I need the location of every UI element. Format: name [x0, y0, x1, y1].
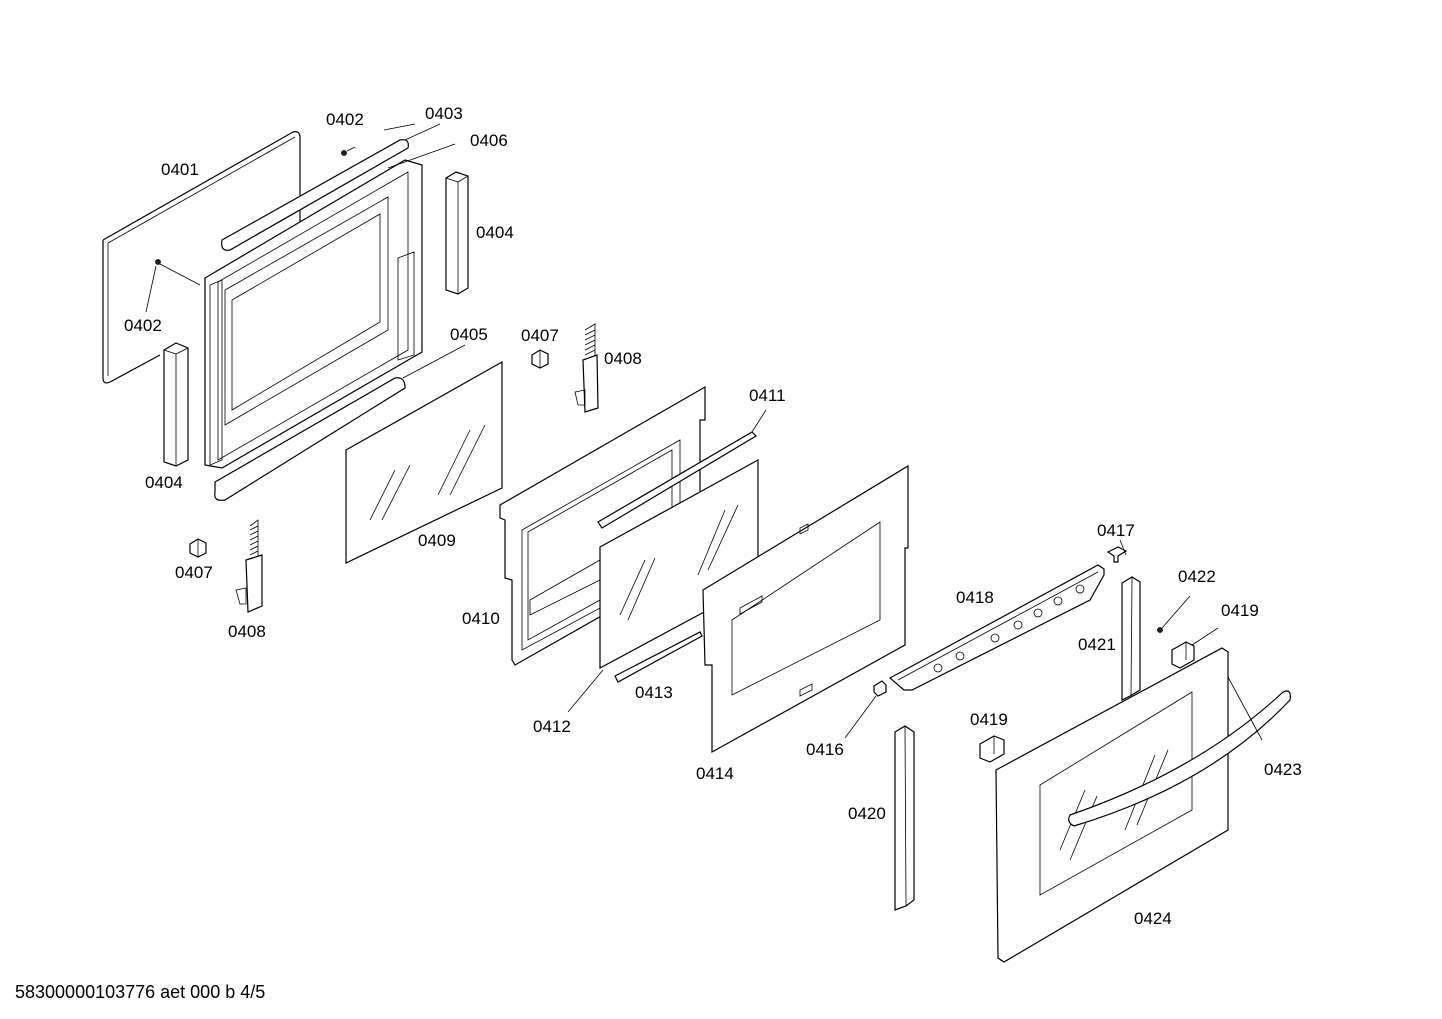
label-0408-upper: 0408 [604, 349, 642, 368]
label-0408-lower: 0408 [228, 622, 266, 641]
part-0411-rail [597, 409, 767, 529]
label-0407-lower: 0407 [175, 563, 213, 582]
part-0420-side-strip [894, 725, 915, 911]
part-0423-handle [1068, 676, 1291, 827]
label-0419-upper: 0419 [1221, 601, 1259, 620]
label-0405: 0405 [450, 325, 488, 344]
part-0419-bracket-lower [979, 735, 1005, 763]
label-0404-left: 0404 [145, 473, 183, 492]
label-0419-lower: 0419 [970, 710, 1008, 729]
part-0417-clip [1106, 546, 1128, 563]
part-0403-top-strip [221, 123, 416, 251]
part-0416-bracket [844, 680, 887, 739]
label-0422: 0422 [1178, 567, 1216, 586]
part-0401-gasket [102, 131, 301, 384]
document-footer: 58300000103776 aet 000 b 4/5 [15, 982, 265, 1002]
part-0422-screw [1157, 595, 1191, 633]
label-0423: 0423 [1264, 760, 1302, 779]
part-0406-inner-frame [204, 143, 456, 469]
leader-lines [404, 123, 1127, 556]
label-0411: 0411 [749, 386, 786, 405]
part-0413-bottom-rail [614, 631, 703, 683]
label-0410: 0410 [462, 609, 500, 628]
part-0408-hinge-lower [235, 519, 263, 613]
label-0403: 0403 [425, 104, 463, 123]
label-0417: 0417 [1097, 521, 1135, 540]
label-0421: 0421 [1078, 635, 1116, 654]
part-0402-screw-left [145, 259, 201, 313]
label-0414: 0414 [696, 764, 734, 783]
part-0418-bar [888, 564, 1105, 691]
label-0402-top: 0402 [326, 110, 364, 129]
label-0412: 0412 [533, 717, 571, 736]
label-0416: 0416 [806, 740, 844, 759]
label-0418: 0418 [956, 588, 994, 607]
label-0407-upper: 0407 [521, 326, 559, 345]
part-0408-hinge-upper [574, 323, 599, 413]
label-0401: 0401 [161, 160, 199, 179]
label-0420: 0420 [848, 804, 886, 823]
part-0405-bottom-strip [214, 344, 466, 501]
part-0404-block-right [445, 171, 469, 295]
part-0407-clip-upper [531, 349, 549, 369]
label-0409: 0409 [418, 531, 456, 550]
label-0413: 0413 [635, 683, 673, 702]
part-0404-block-left [163, 342, 189, 467]
label-0404-right: 0404 [476, 223, 514, 242]
part-0421-side-strip [1121, 576, 1141, 701]
label-0424: 0424 [1134, 909, 1172, 928]
part-0412-glass [567, 458, 759, 713]
label-0402-left: 0402 [124, 316, 162, 335]
label-0406: 0406 [470, 131, 508, 150]
part-0414-inner-panel [702, 464, 909, 754]
part-0409-glass [345, 360, 503, 564]
part-0419-bracket-upper [1171, 627, 1219, 669]
part-0402-screw-top [341, 146, 356, 156]
part-0407-clip-lower [189, 538, 207, 558]
